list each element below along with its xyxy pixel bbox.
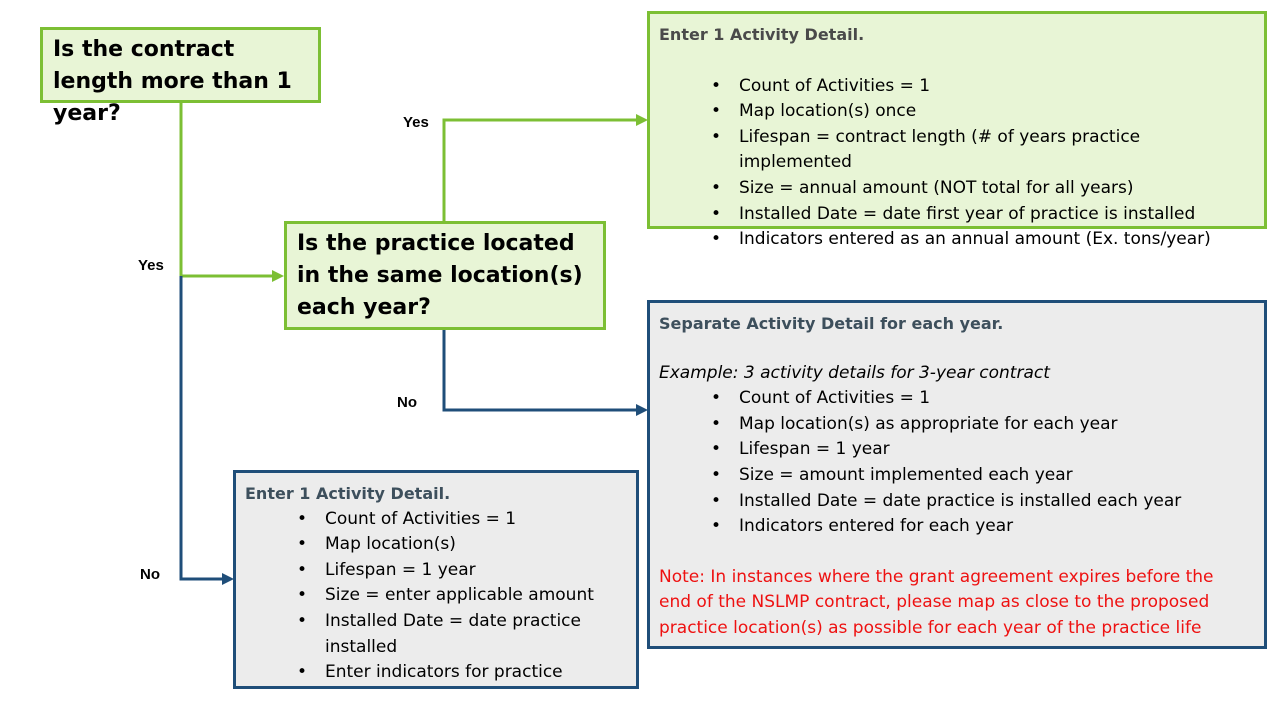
q1-contract-length-box: Is the contract length more than 1 year?	[40, 27, 321, 126]
list-item: Enter indicators for practice	[297, 660, 615, 686]
separate-activity-detail-box: Separate Activity Detail for each year. …	[647, 300, 1267, 649]
single-activity-detail-box: Enter 1 Activity Detail. Count of Activi…	[647, 11, 1267, 252]
edge-label-q2-yes: Yes	[403, 114, 429, 131]
list-item: Size = amount implemented each year	[711, 463, 1255, 489]
list-item: Indicators entered for each year	[711, 514, 1255, 540]
connector-q1-no	[179, 276, 222, 581]
list-item: Count of Activities = 1	[711, 386, 1255, 412]
separate-detail-example: Example: 3 activity details for 3-year c…	[659, 362, 1050, 383]
edge-label-q2-no: No	[397, 394, 417, 411]
q1-text: Is the contract length more than 1 year?	[53, 37, 292, 126]
list-item: Count of Activities = 1	[711, 74, 1255, 100]
connector-q2-no	[442, 320, 636, 412]
list-item: Installed Date = date practice installed	[297, 609, 615, 660]
connector-q2-yes	[442, 118, 636, 222]
list-item: Lifespan = contract length (# of years p…	[711, 125, 1255, 176]
separate-detail-note: Note: In instances where the grant agree…	[659, 566, 1214, 638]
connector-q1-yes	[179, 102, 272, 278]
list-item: Installed Date = date first year of prac…	[711, 202, 1255, 228]
edge-label-q1-yes: Yes	[138, 257, 164, 274]
arrowhead-q2-no	[636, 404, 648, 416]
edge-label-q1-no: No	[140, 566, 160, 583]
list-item: Map location(s)	[297, 532, 615, 558]
single-detail-title: Enter 1 Activity Detail.	[659, 25, 865, 44]
list-item: Map location(s) once	[711, 99, 1255, 125]
short-detail-title: Enter 1 Activity Detail.	[245, 484, 451, 503]
list-item: Count of Activities = 1	[297, 507, 615, 533]
q2-same-location-box: Is the practice located in the same loca…	[284, 221, 606, 330]
short-activity-detail-box: Enter 1 Activity Detail. Count of Activi…	[233, 470, 639, 689]
list-item: Map location(s) as appropriate for each …	[711, 412, 1255, 438]
list-item: Lifespan = 1 year	[711, 437, 1255, 463]
q2-text: Is the practice located in the same loca…	[297, 231, 583, 320]
short-detail-list: Count of Activities = 1 Map location(s) …	[297, 507, 615, 686]
arrowhead-q2-yes	[636, 114, 648, 126]
list-item: Indicators entered as an annual amount (…	[711, 227, 1255, 253]
separate-detail-list: Count of Activities = 1 Map location(s) …	[711, 386, 1255, 540]
arrowhead-q1-yes	[272, 270, 284, 282]
list-item: Size = annual amount (NOT total for all …	[711, 176, 1255, 202]
list-item: Installed Date = date practice is instal…	[711, 489, 1255, 515]
separate-detail-title: Separate Activity Detail for each year.	[659, 314, 1004, 333]
arrowhead-q1-no	[222, 573, 234, 585]
single-detail-list: Count of Activities = 1 Map location(s) …	[711, 74, 1255, 253]
list-item: Size = enter applicable amount	[297, 583, 615, 609]
list-item: Lifespan = 1 year	[297, 558, 615, 584]
